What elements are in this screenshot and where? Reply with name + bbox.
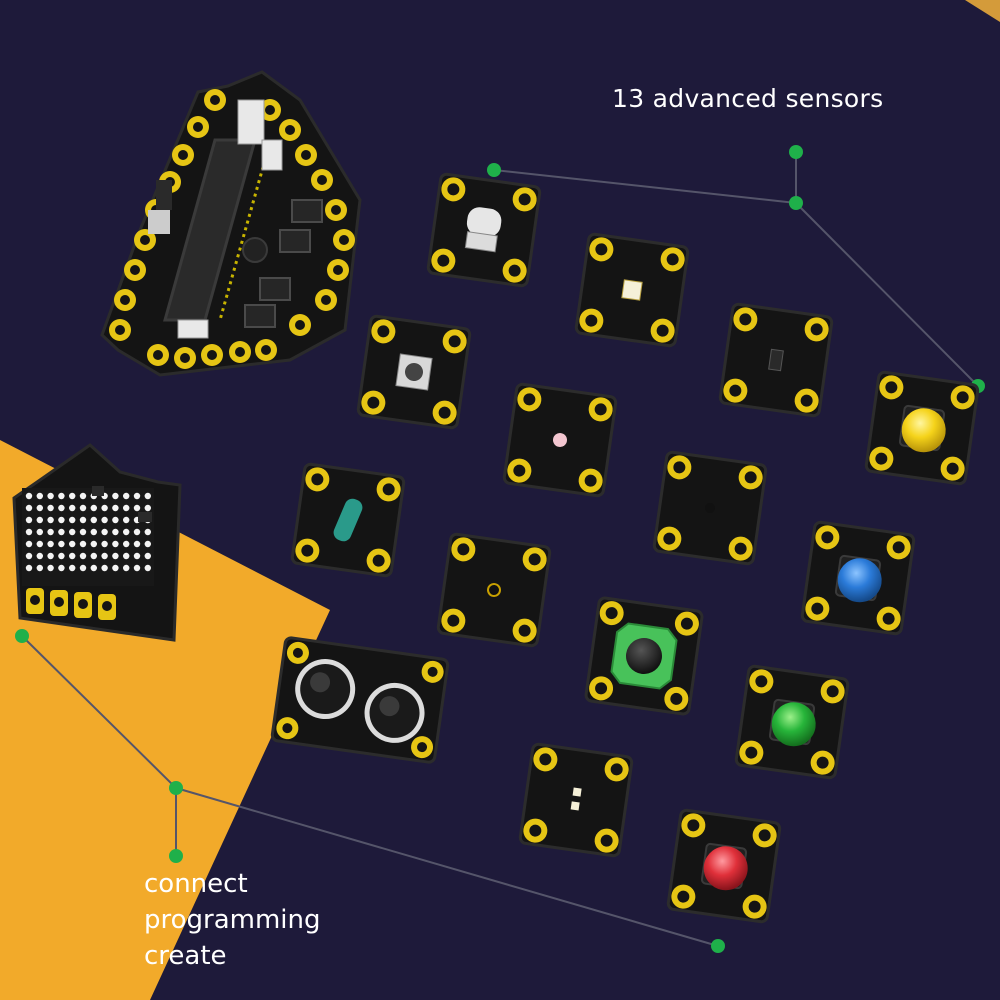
tagline-create: create bbox=[144, 941, 227, 971]
tube-sensor-module bbox=[290, 462, 406, 578]
green-button-module bbox=[734, 664, 850, 780]
corner-accent bbox=[965, 0, 1000, 22]
blue-button-module bbox=[800, 520, 916, 636]
light-sensor-module bbox=[574, 232, 690, 348]
microbit-expansion-board bbox=[100, 70, 362, 377]
buzzer-module bbox=[652, 450, 768, 566]
ultrasonic-sensor-module bbox=[270, 636, 450, 764]
tagline-programming: programming bbox=[144, 905, 321, 935]
joystick-module bbox=[584, 596, 704, 716]
sensors-caption: 13 advanced sensors bbox=[612, 84, 884, 113]
rgb-led-module bbox=[518, 742, 634, 858]
ir-sensor-module bbox=[718, 302, 834, 418]
led-matrix-cat-board bbox=[12, 443, 182, 642]
callout-dots bbox=[15, 145, 985, 953]
yellow-button-module bbox=[864, 370, 980, 486]
tilt-switch-module bbox=[356, 314, 472, 430]
tagline-connect: connect bbox=[144, 869, 248, 899]
tagline-caption: connect programming create bbox=[144, 866, 321, 974]
microphone-module bbox=[436, 532, 552, 648]
red-button-module bbox=[666, 808, 782, 924]
servo-connector-module bbox=[426, 172, 542, 288]
led-module bbox=[502, 382, 618, 498]
sensor-modules bbox=[270, 172, 980, 924]
